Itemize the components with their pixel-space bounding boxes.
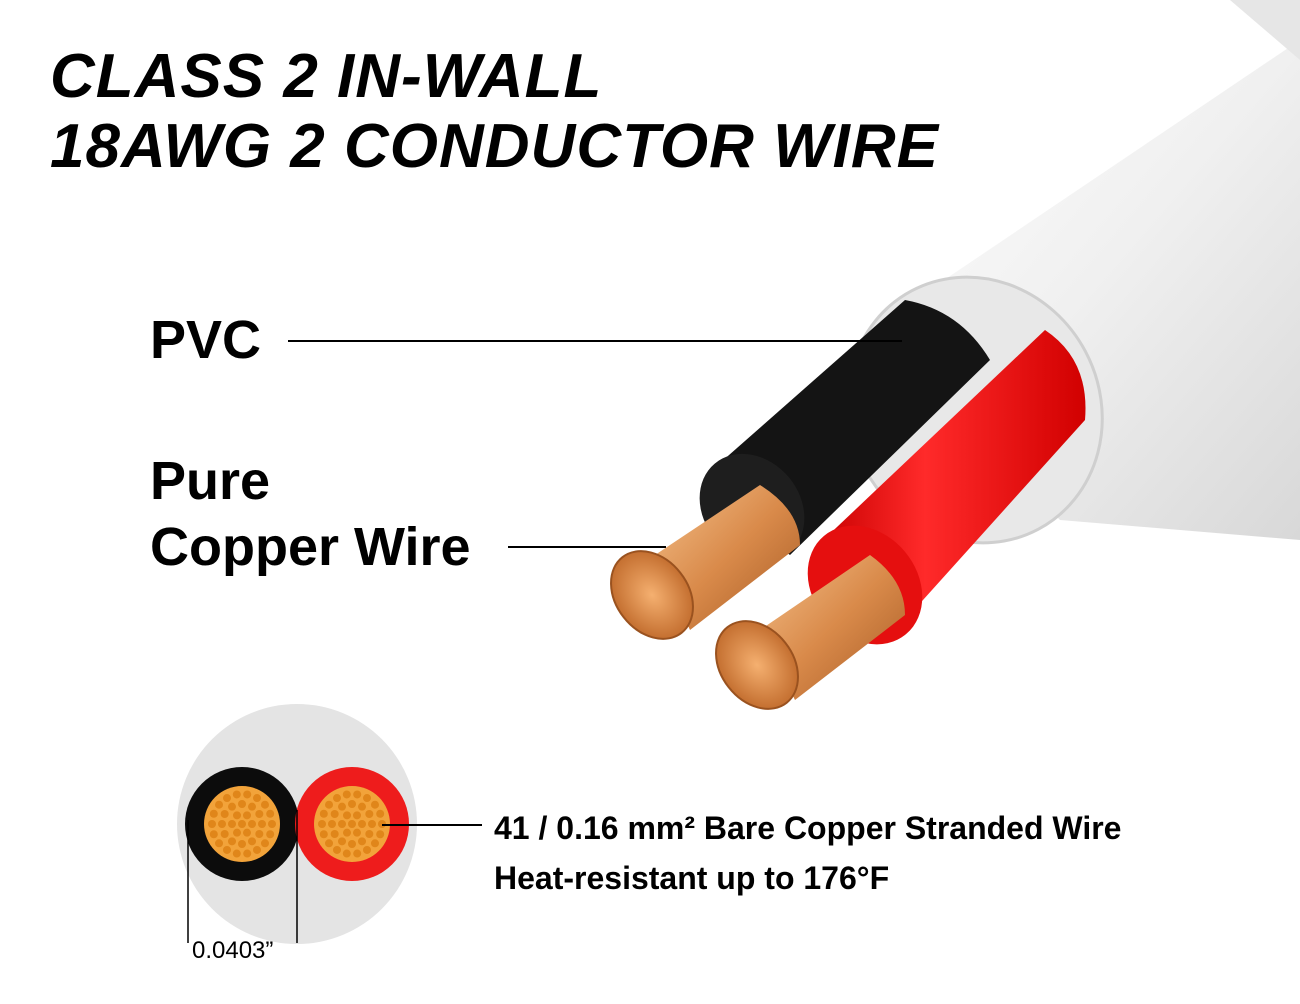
copper-strand [258, 820, 266, 828]
copper-strand [238, 820, 246, 828]
copper-strand [243, 790, 252, 799]
copper-strand [376, 809, 385, 818]
copper-strand [268, 820, 276, 828]
copper-strand [260, 839, 269, 848]
red-conductor [715, 330, 1086, 710]
copper-strand [338, 837, 346, 846]
copper-strand [243, 828, 251, 837]
copper-strand [209, 809, 218, 818]
copper-strand [368, 820, 376, 828]
copper-strand [223, 845, 231, 854]
copper-strand [255, 830, 264, 838]
copper-strand [228, 802, 236, 811]
copper-strand [333, 845, 341, 854]
copper-strand [338, 820, 346, 828]
cross-section-diagram [177, 704, 482, 944]
copper-strand [220, 810, 229, 818]
copper-strand [353, 811, 361, 820]
copper-strand [233, 828, 241, 837]
copper-strand [228, 820, 236, 828]
copper-strand [253, 794, 261, 803]
copper-strand [243, 849, 252, 858]
black-conductor [610, 300, 990, 640]
copper-strand [248, 802, 256, 811]
copper-strand [348, 820, 356, 828]
copper-strand [363, 794, 371, 803]
copper-strand [358, 802, 366, 811]
copper-strand [253, 845, 261, 854]
copper-strand [348, 800, 356, 808]
copper-strand [370, 800, 379, 809]
copper-strand [215, 839, 224, 848]
copper-strand [248, 837, 256, 846]
dimension-label: 0.0403” [192, 937, 274, 964]
copper-strand [353, 790, 362, 799]
copper-strand [325, 839, 334, 848]
copper-strand [208, 820, 216, 828]
copper-strand [209, 830, 218, 839]
copper-strand [358, 837, 366, 846]
copper-strand [215, 800, 224, 809]
copper-strand [353, 828, 361, 837]
copper-label-line-1: Pure [150, 451, 271, 511]
copper-strand [353, 849, 362, 858]
copper-strand [318, 820, 326, 828]
page-title: CLASS 2 IN-WALL 18AWG 2 CONDUCTOR WIRE [50, 42, 939, 182]
spec-text: 41 / 0.16 mm² Bare Copper Stranded Wire … [494, 803, 1121, 903]
copper-strand [233, 811, 241, 820]
copper-strand [248, 820, 256, 828]
copper-strand [266, 830, 275, 839]
copper-strand [342, 849, 351, 858]
copper-strand [370, 839, 379, 848]
copper-strand [319, 809, 328, 818]
copper-strand [223, 794, 231, 803]
copper-strand [218, 820, 226, 828]
copper-strand [232, 849, 241, 858]
copper-strand [319, 830, 328, 839]
copper-strand [333, 794, 341, 803]
title-line-1: CLASS 2 IN-WALL [50, 42, 603, 111]
copper-strand [343, 828, 351, 837]
copper-strand [243, 811, 251, 820]
copper-strand [338, 802, 346, 811]
copper-strand [365, 810, 374, 818]
copper-strand [238, 800, 246, 808]
pvc-label: PVC [150, 310, 262, 370]
copper-strand [232, 790, 241, 799]
copper-strand [342, 790, 351, 799]
copper-strand [266, 809, 275, 818]
copper-strand [376, 830, 385, 839]
spec-line-1: 41 / 0.16 mm² Bare Copper Stranded Wire [494, 810, 1122, 846]
copper-strand [330, 810, 339, 818]
copper-label-line-2: Copper Wire [150, 517, 471, 577]
spec-line-2: Heat-resistant up to 176°F [494, 860, 890, 896]
copper-strand [365, 830, 374, 838]
copper-strand [363, 845, 371, 854]
copper-wire-label: Pure Copper Wire [150, 448, 471, 580]
copper-strand [260, 800, 269, 809]
copper-strand [330, 830, 339, 838]
copper-strand [228, 837, 236, 846]
copper-strand [255, 810, 264, 818]
copper-strand [328, 820, 336, 828]
copper-strand [348, 840, 356, 848]
copper-strand [220, 830, 229, 838]
copper-strand [325, 800, 334, 809]
copper-strand [343, 811, 351, 820]
title-line-2: 18AWG 2 CONDUCTOR WIRE [50, 112, 939, 181]
copper-strand [238, 840, 246, 848]
copper-strand [358, 820, 366, 828]
